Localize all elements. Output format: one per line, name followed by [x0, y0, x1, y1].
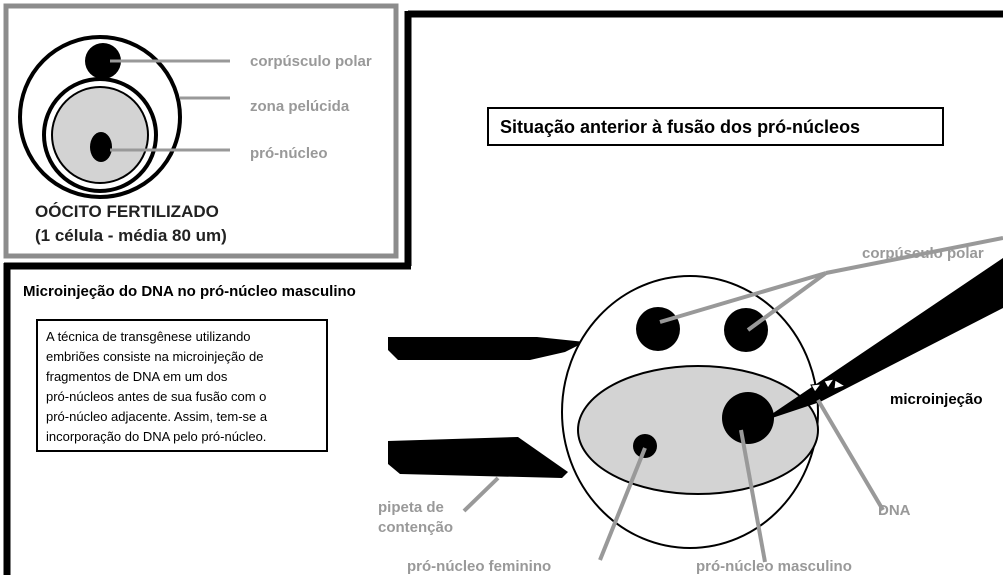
dna-fragment [833, 379, 847, 390]
injection-needle-body [760, 258, 1003, 422]
label-female-pronucleus: pró-núcleo feminino [407, 558, 551, 575]
inset-label-polar-body: corpúsculo polar [250, 53, 372, 70]
label-holding-pipette-line1: pipeta de [378, 499, 444, 516]
title-box: Situação anterior à fusão dos pró-núcleo… [487, 107, 944, 146]
main-panel-frame [3, 10, 1003, 575]
injection-needle [760, 258, 1003, 422]
female-pronucleus [633, 434, 657, 458]
label-polar-body: corpúsculo polar [862, 245, 984, 262]
embryo-cytoplasm [577, 365, 819, 495]
label-male-pronucleus: pró-núcleo masculino [696, 558, 852, 575]
description-line: embriões consiste na microinjeção de [46, 349, 264, 364]
inset-label-zona: zona pelúcida [250, 98, 350, 115]
holding-pipette [388, 337, 585, 478]
section-heading: Microinjeção do DNA no pró-núcleo mascul… [23, 283, 356, 300]
inset-caption-size: (1 célula - média 80 um) [35, 226, 227, 245]
description-frame [36, 319, 328, 452]
male-pronucleus-leader [739, 429, 767, 563]
polar-body-leader-right [746, 271, 828, 332]
inset-pronucleus [90, 132, 112, 162]
male-pronucleus [722, 392, 774, 444]
label-holding-pipette-line2: contenção [378, 519, 453, 536]
dna-fragment [810, 383, 823, 393]
polar-body-leader-trunk [825, 236, 1003, 275]
description-line: fragmentos de DNA em um dos [46, 369, 228, 384]
description-box: A técnica de transgênese utilizando embr… [36, 319, 328, 452]
polar-body-leader-left [659, 271, 827, 324]
embryo-polar-body-right [724, 308, 768, 352]
leader-lines [462, 236, 1003, 563]
dna-leader [816, 398, 885, 512]
female-pronucleus-leader [598, 447, 647, 561]
description-line: pró-núcleo adjacente. Assim, tem-se a [46, 409, 268, 424]
description-line: A técnica de transgênese utilizando [46, 329, 251, 344]
title-box-text: Situação anterior à fusão dos pró-núcleo… [500, 117, 860, 137]
label-microinjection: microinjeção [890, 391, 983, 408]
holding-pipette-upper-jaw [388, 337, 585, 360]
description-line: pró-núcleos antes de sua fusão com o [46, 389, 266, 404]
embryo-polar-body-left [636, 307, 680, 351]
inset-panel: corpúsculo polar zona pelúcida pró-núcle… [3, 3, 399, 259]
holding-pipette-leader [462, 476, 500, 513]
title-box-frame [487, 107, 944, 146]
dna-fragment [823, 378, 836, 389]
inset-polar-body [85, 43, 121, 79]
inset-caption-title: OÓCITO FERTILIZADO [35, 202, 219, 221]
holding-pipette-lower-jaw [388, 437, 568, 478]
description-line: incorporação do DNA pelo pró-núcleo. [46, 429, 266, 444]
label-dna: DNA [878, 502, 911, 519]
inset-label-pronucleus: pró-núcleo [250, 145, 328, 162]
